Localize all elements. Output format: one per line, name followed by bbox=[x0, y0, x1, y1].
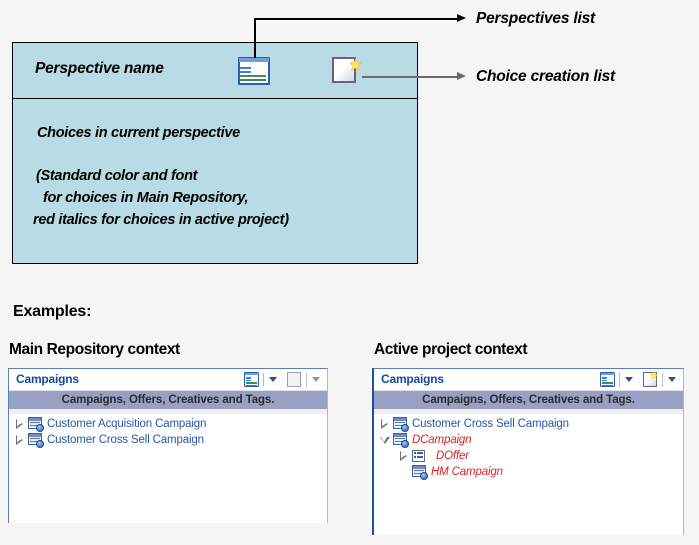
expand-collapse-twisty-icon[interactable] bbox=[377, 416, 393, 432]
callout-arrow-choice-creation bbox=[457, 72, 466, 80]
tree-row[interactable]: Customer Cross Sell Campaign bbox=[374, 416, 683, 432]
tree-node-label: Customer Cross Sell Campaign bbox=[47, 434, 204, 446]
perspective-name-label: Perspective name bbox=[35, 60, 164, 77]
tree-row[interactable]: DCampaign bbox=[374, 432, 683, 448]
tree-row[interactable]: Customer Acquisition Campaign bbox=[9, 416, 327, 432]
tree-node-label: Customer Acquisition Campaign bbox=[47, 418, 207, 430]
perspectives-dropdown-caret[interactable] bbox=[623, 371, 636, 388]
panel-toolbar bbox=[599, 370, 679, 389]
perspectives-list-button[interactable] bbox=[243, 371, 260, 388]
campaign-icon bbox=[28, 433, 44, 448]
callout-line-perspectives-horizontal bbox=[254, 18, 459, 20]
tree-row[interactable]: Customer Cross Sell Campaign bbox=[9, 432, 327, 448]
callout-arrow-perspectives bbox=[457, 14, 466, 22]
schematic-note-line-3: red italics for choices in active projec… bbox=[33, 212, 289, 228]
expand-collapse-twisty-icon[interactable] bbox=[12, 416, 28, 432]
campaign-icon bbox=[393, 433, 409, 448]
campaigns-tree-active: Customer Cross Sell Campaign DCampaign D… bbox=[374, 414, 683, 535]
choice-creation-dropdown-caret[interactable] bbox=[310, 371, 323, 388]
campaign-icon bbox=[393, 417, 409, 432]
toolbar-separator-1 bbox=[263, 372, 264, 387]
examples-heading: Examples: bbox=[13, 303, 92, 320]
toolbar-separator-1 bbox=[619, 372, 620, 387]
perspectives-list-icon[interactable] bbox=[237, 56, 271, 86]
schematic-note-line-1: (Standard color and font bbox=[36, 168, 198, 184]
choice-creation-button[interactable] bbox=[286, 371, 303, 388]
campaign-icon bbox=[412, 465, 428, 480]
panel-titlebar: Campaigns bbox=[9, 369, 327, 391]
expand-collapse-twisty-icon[interactable] bbox=[396, 448, 412, 464]
active-project-context-heading: Active project context bbox=[374, 341, 528, 358]
choice-creation-button[interactable] bbox=[642, 371, 659, 388]
campaign-icon bbox=[28, 417, 44, 432]
tree-row[interactable]: DOffer bbox=[374, 448, 683, 464]
perspectives-list-button[interactable] bbox=[599, 371, 616, 388]
panel-subtitle-bar: Campaigns, Offers, Creatives and Tags. bbox=[374, 391, 683, 414]
expand-collapse-twisty-icon[interactable] bbox=[12, 432, 28, 448]
schematic-header-row: Perspective name bbox=[13, 43, 417, 99]
main-repository-context-heading: Main Repository context bbox=[9, 341, 180, 358]
callout-line-perspectives-vertical bbox=[254, 18, 256, 58]
campaigns-tree-main: Customer Acquisition Campaign Customer C… bbox=[9, 414, 327, 523]
offer-icon bbox=[412, 449, 426, 463]
campaigns-panel-active-project: Campaigns bbox=[372, 368, 684, 535]
tree-row[interactable]: HM Campaign bbox=[374, 464, 683, 480]
panel-subtitle-bar: Campaigns, Offers, Creatives and Tags. bbox=[9, 391, 327, 414]
tree-node-label: HM Campaign bbox=[431, 466, 503, 478]
tree-node-label: DOffer bbox=[436, 450, 469, 462]
callout-label-choice-creation: Choice creation list bbox=[476, 68, 615, 85]
schematic-note-line-2: for choices in Main Repository, bbox=[43, 190, 249, 206]
tree-twisty-placeholder bbox=[396, 464, 412, 480]
callout-label-perspectives: Perspectives list bbox=[476, 10, 595, 27]
callout-line-choice-creation bbox=[362, 76, 459, 78]
toolbar-separator-2 bbox=[306, 372, 307, 387]
choices-in-current-perspective-label: Choices in current perspective bbox=[37, 125, 240, 141]
perspectives-dropdown-caret[interactable] bbox=[267, 371, 280, 388]
panel-title: Campaigns bbox=[381, 372, 444, 386]
panel-subtitle-text: Campaigns, Offers, Creatives and Tags. bbox=[61, 394, 275, 406]
campaigns-panel-main-repository: Campaigns bbox=[8, 368, 328, 523]
choice-creation-list-icon[interactable] bbox=[330, 56, 364, 86]
tree-node-label: DCampaign bbox=[412, 434, 472, 446]
panel-titlebar: Campaigns bbox=[374, 369, 683, 391]
panel-toolbar bbox=[243, 370, 323, 389]
panel-subtitle-text: Campaigns, Offers, Creatives and Tags. bbox=[422, 394, 635, 406]
toolbar-separator-2 bbox=[662, 372, 663, 387]
tree-node-label: Customer Cross Sell Campaign bbox=[412, 418, 569, 430]
choice-creation-dropdown-caret[interactable] bbox=[666, 371, 679, 388]
panel-title: Campaigns bbox=[16, 372, 79, 386]
expand-collapse-twisty-icon[interactable] bbox=[377, 432, 393, 448]
schematic-body: Choices in current perspective (Standard… bbox=[13, 100, 417, 263]
